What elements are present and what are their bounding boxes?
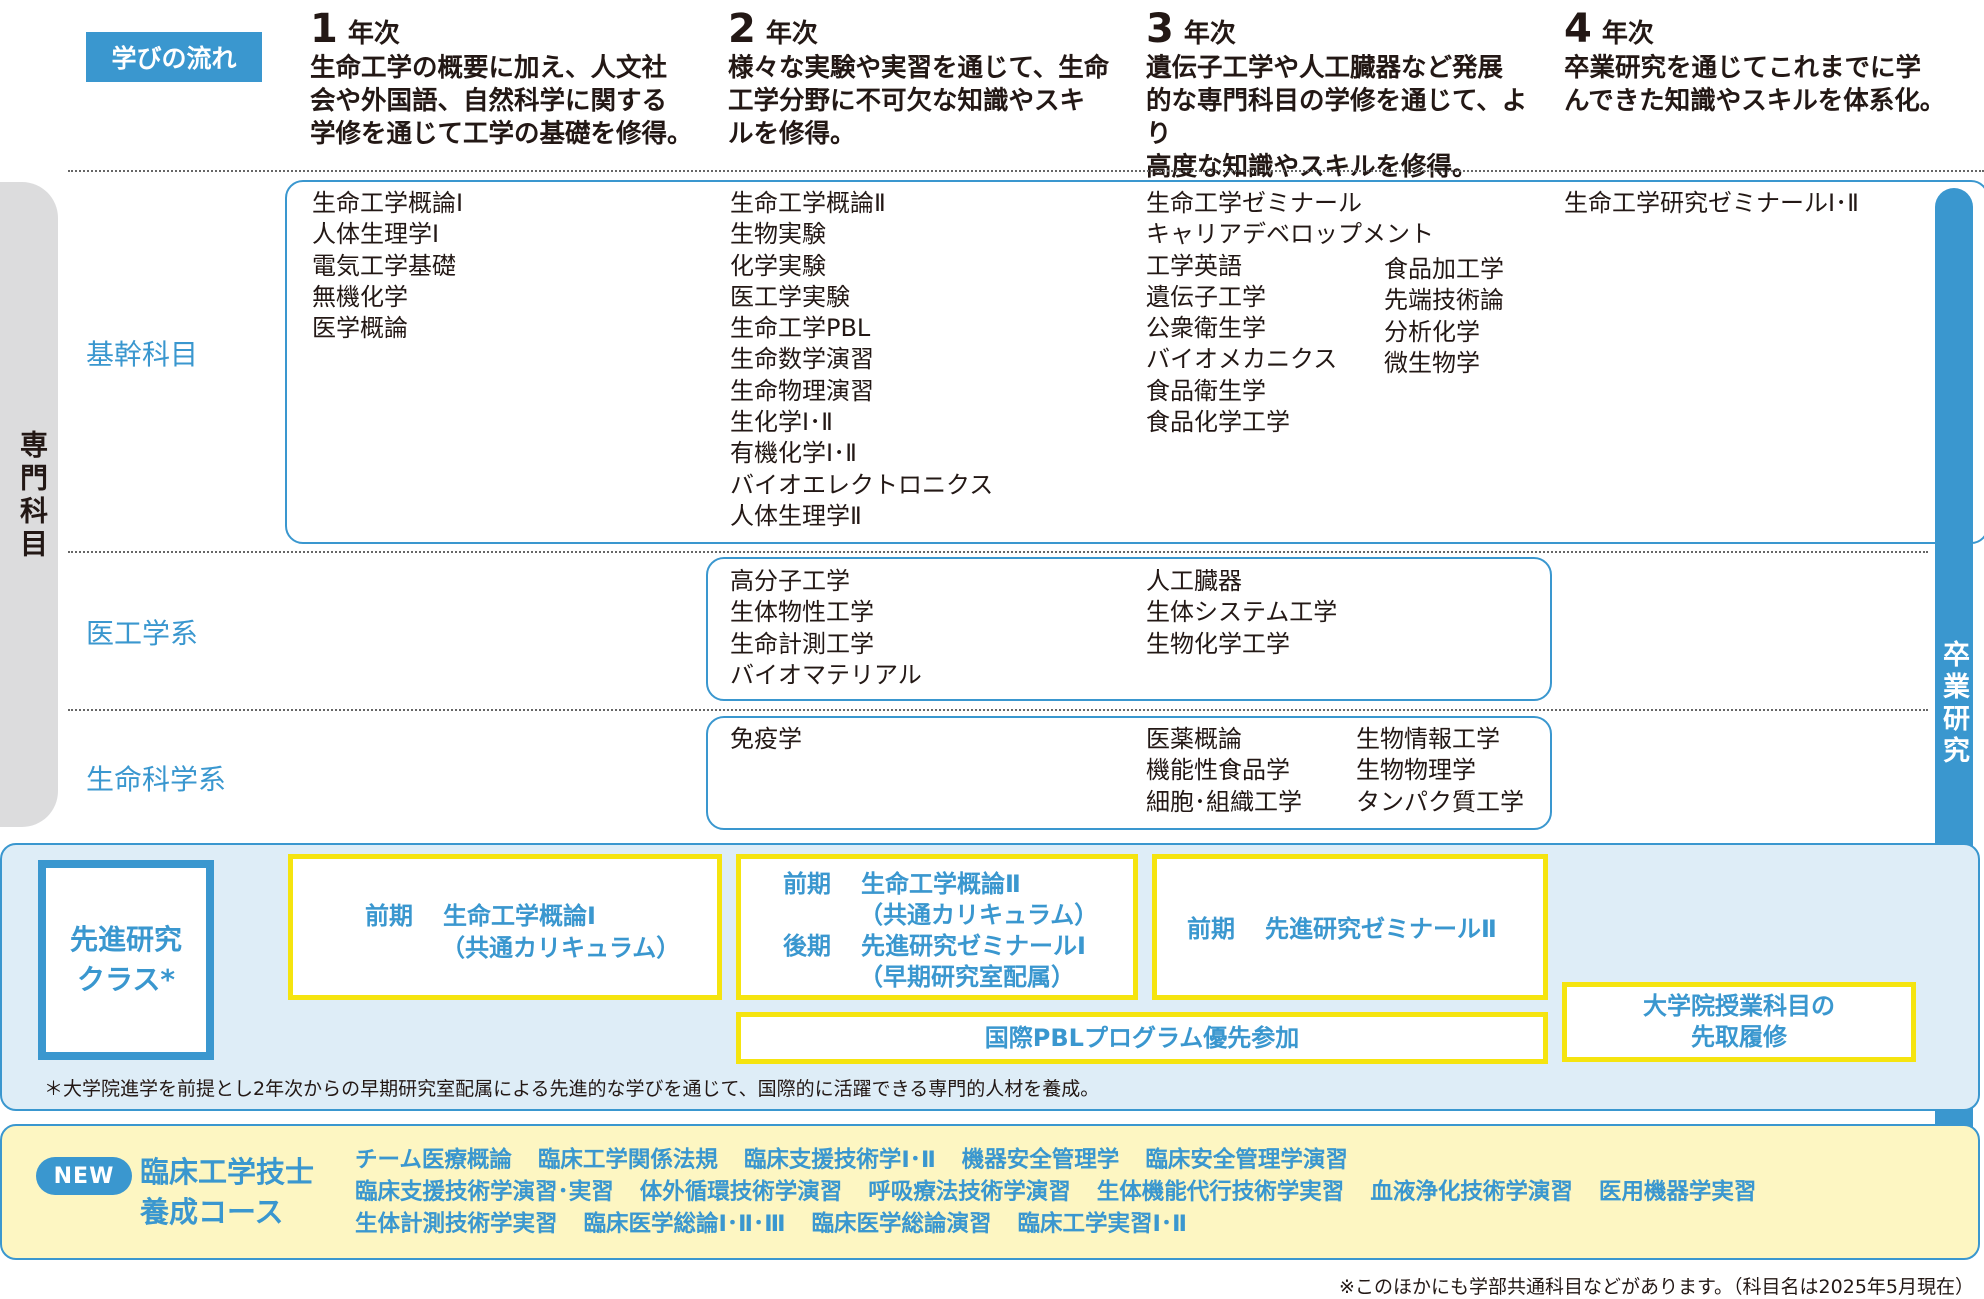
advanced-note: ＊大学院進学を前提とし2年次からの早期研究室配属による先進的な学びを通じて、国際… — [44, 1078, 1100, 1100]
advanced-class-label: 先進研究 クラス* — [38, 860, 214, 1060]
divider-core — [68, 551, 1928, 553]
graduation-research-label: 卒業研究 — [1938, 640, 1969, 768]
year-4-description: 卒業研究を通じてこれまでに学んできた知識やスキルを体系化。 — [1564, 53, 1946, 116]
new-badge: NEW — [36, 1157, 132, 1195]
core-year3-list-b: 食品加工学先端技術論分析化学微生物学 — [1384, 255, 1504, 377]
pbl-box: 国際PBLプログラム優先参加 — [736, 1012, 1548, 1064]
senmon-sidebar — [0, 182, 58, 827]
life-year2-list: 免疫学 — [730, 725, 802, 753]
senmon-label: 専門科目 — [16, 430, 49, 562]
year-1-description: 生命工学の概要に加え、人文社会や外国語、自然科学に関する学修を通じて工学の基礎を… — [310, 53, 693, 149]
medical-year3-list: 人工臓器生体システム工学生物化学工学 — [1146, 567, 1338, 658]
life-year3-list-a: 医薬概論機能性食品学細胞･組織工学 — [1146, 725, 1302, 816]
clinical-line-2: 臨床支援技術学演習･実習体外循環技術学演習呼吸療法技術学演習生体機能代行技術学実… — [355, 1179, 1757, 1205]
year-3-description: 遺伝子工学や人工臓器など発展的な専門科目の学修を通じて、より高度な知識やスキルを… — [1146, 53, 1528, 182]
category-medical: 医工学系 — [86, 617, 199, 650]
advanced-year2-box: 前期生命工学概論Ⅱ （共通カリキュラム） 後期先進研究ゼミナールⅠ （早期研究室… — [736, 854, 1138, 1000]
medical-box — [706, 557, 1552, 701]
life-year3-list-b: 生物情報工学生物物理学タンパク質工学 — [1356, 725, 1524, 816]
advanced-year1-box: 前期生命工学概論Ⅰ （共通カリキュラム） — [288, 854, 722, 1000]
category-core: 基幹科目 — [86, 338, 199, 371]
category-life: 生命科学系 — [86, 763, 227, 796]
core-year4-list: 生命工学研究ゼミナールⅠ･Ⅱ — [1564, 189, 1859, 217]
divider-medical — [68, 709, 1928, 711]
life-box — [706, 716, 1552, 830]
clinical-course-title: 臨床工学技士 養成コース — [140, 1155, 315, 1229]
advanced-year3-box: 前期先進研究ゼミナールⅡ — [1152, 854, 1548, 1000]
clinical-course-panel — [0, 1124, 1980, 1260]
graduate-course-box: 大学院授業科目の 先取履修 — [1562, 982, 1916, 1062]
core-year3-list-a: 生命工学ゼミナールキャリアデベロップメント工学英語遺伝子工学 公衆衛生学バイオメ… — [1146, 189, 1434, 437]
year-2-description: 様々な実験や実習を通じて、生命工学分野に不可欠な知識やスキルを修得。 — [728, 53, 1110, 149]
footnote: ※このほかにも学部共通科目などがあります。（科目名は2025年5月現在） — [1339, 1276, 1974, 1298]
medical-year2-list: 高分子工学生体物性工学生命計測工学バイオマテリアル — [730, 567, 922, 689]
divider-header — [68, 170, 1984, 172]
core-box — [285, 180, 1984, 544]
flow-label: 学びの流れ — [86, 32, 262, 82]
